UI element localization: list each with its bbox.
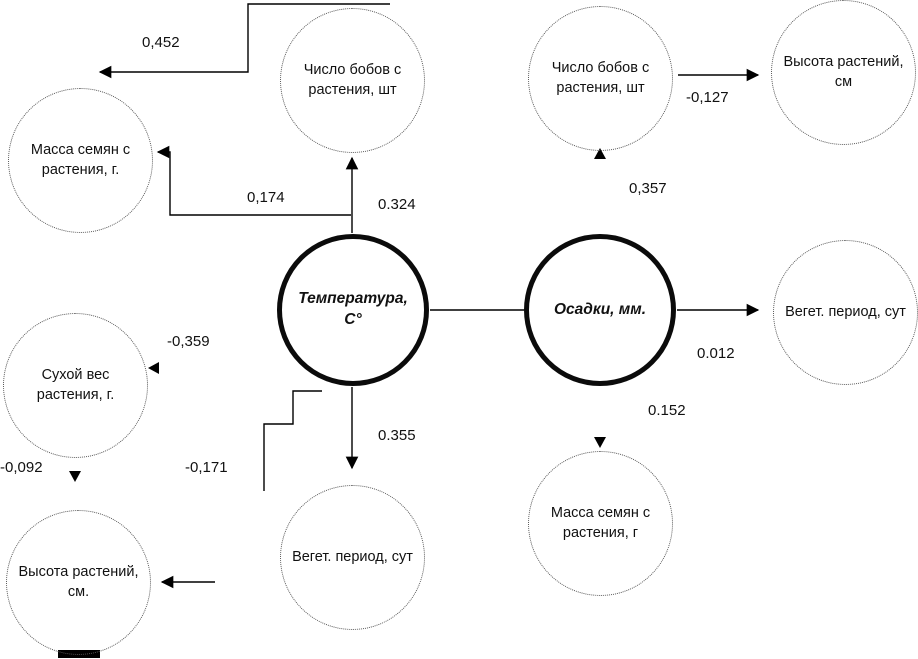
node-label: Масса семян с растения, г [550,504,651,541]
arrowhead-to-height-bottom-left-top [69,471,81,482]
coef-0357: 0,357 [629,180,667,197]
node-beans-top-right: Число бобов с растения, шт [528,6,673,151]
coef-m0127: -0,127 [686,89,729,106]
coef-0174: 0,174 [247,189,285,206]
node-label: Вегет. период, сут [785,303,906,320]
node-seed-mass-bottom-right: Масса семян с растения, г [528,451,673,596]
coef-m0092: -0,092 [0,459,43,476]
coef-0324: 0.324 [378,196,416,213]
node-precipitation: Осадки, мм. [524,234,676,386]
node-label: Осадки, мм. [553,300,647,318]
node-plant-height-bottom-left: Высота растений, см. [6,510,151,655]
node-label: Число бобов с растения, шт [551,59,650,96]
node-label: Сухой вес растения, г. [36,366,115,403]
node-seed-mass-left: Масса семян с растения, г. [8,88,153,233]
arrowhead-precip-to-seed-mass-bottom [594,437,606,448]
arrow-temp-to-seed-mass [156,145,351,216]
coef-0355: 0.355 [378,427,416,444]
coef-m0171: -0,171 [185,459,228,476]
coef-0152: 0.152 [648,402,686,419]
node-label: Температура, С° [298,290,408,328]
node-veget-period-bottom: Вегет. период, сут [280,485,425,630]
node-veget-period-right: Вегет. период, сут [773,240,918,385]
node-temperature: Температура, С° [277,234,429,386]
arrow-beans-to-seed-mass [98,3,390,79]
arrowhead-to-dry-weight [148,362,159,374]
arrowhead-precip-to-beans-top-right [594,148,606,159]
node-dry-weight-left: Сухой вес растения, г. [3,313,148,458]
node-plant-height-top-right: Высота растений, см [771,0,916,145]
elbow-temp-lower-left [263,390,322,491]
node-label: Масса семян с растения, г. [30,141,131,178]
node-beans-top-left: Число бобов с растения, шт [280,8,425,153]
node-label: Число бобов с растения, шт [303,61,402,98]
node-label: Высота растений, см [783,53,904,90]
coef-m0359: -0,359 [167,333,210,350]
node-label: Высота растений, см. [18,563,139,600]
coef-0452: 0,452 [142,34,180,51]
coef-0012: 0.012 [697,345,735,362]
node-label: Вегет. период, сут [292,548,413,565]
